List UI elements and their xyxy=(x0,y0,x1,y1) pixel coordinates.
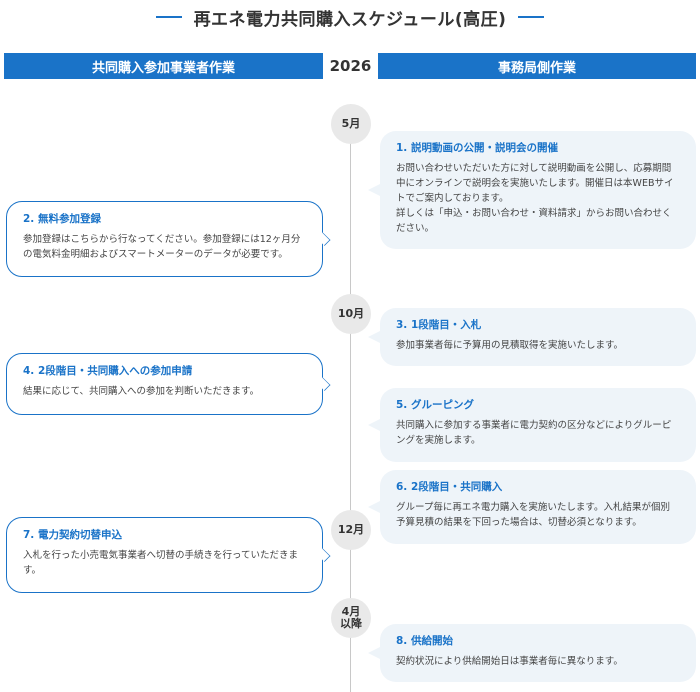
month-label: 10月 xyxy=(337,307,365,320)
secretariat-tasks-header: 事務局側作業 xyxy=(378,53,696,79)
description-line: トでご案内しております。 xyxy=(396,193,509,204)
description-line: 参加登録はこちらから行なってください。参加登録には12ヶ月分 xyxy=(23,234,301,245)
step-description: 参加登録はこちらから行なってください。参加登録には12ヶ月分 の電気料金明細およ… xyxy=(23,232,308,262)
month-marker-december: 12月 xyxy=(331,510,371,550)
step-title: 5. グルーピング xyxy=(396,399,474,411)
step-title: 8. 供給開始 xyxy=(396,635,453,647)
step-description: 結果に応じて、共同購入への参加を判断いただきます。 xyxy=(23,384,308,399)
title-dash-right xyxy=(518,16,545,18)
page-title: 再エネ電力共同購入スケジュール(高圧) xyxy=(0,2,700,32)
description-line: 中にオンラインで説明会を実施いたします。開催日は本WEBサイ xyxy=(396,178,674,189)
step-description: 共同購入に参加する事業者に電力契約の区分などによりグルーピ ングを実施します。 xyxy=(396,418,682,448)
step-8-card: 8. 供給開始 契約状況により供給開始日は事業者毎に異なります。 xyxy=(380,624,696,682)
description-line: の電気料金明細およびスマートメーターのデータが必要です。 xyxy=(23,249,288,260)
description-line: ださい。 xyxy=(396,223,435,234)
step-6-card: 6. 2段階目・共同購入 グループ毎に再エネ電力購入を実施いたします。入札結果が… xyxy=(380,470,696,544)
description-line: 入札を行った小売電気事業者へ切替の手続きを行っていただきま xyxy=(23,550,299,561)
description-line: 共同購入に参加する事業者に電力契約の区分などによりグルーピ xyxy=(396,420,672,431)
description-line: グループ毎に再エネ電力購入を実施いたします。入札結果が個別 xyxy=(396,502,670,513)
description-line: ングを実施します。 xyxy=(396,435,481,446)
description-line: 契約状況により供給開始日は事業者毎に異なります。 xyxy=(396,656,623,667)
step-2-card: 2. 無料参加登録 参加登録はこちらから行なってください。参加登録には12ヶ月分… xyxy=(6,201,323,277)
step-4-card: 4. 2段階目・共同購入への参加申請 結果に応じて、共同購入への参加を判断いただ… xyxy=(6,353,323,415)
year-label: 2026 xyxy=(329,57,372,75)
page-title-text: 再エネ電力共同購入スケジュール(高圧) xyxy=(193,9,507,30)
month-label: 4月 xyxy=(341,605,361,618)
step-3-card: 3. 1段階目・入札 参加事業者毎に予算用の見積取得を実施いたします。 xyxy=(380,308,696,366)
step-description: 参加事業者毎に予算用の見積取得を実施いたします。 xyxy=(396,338,682,353)
step-7-card: 7. 電力契約切替申込 入札を行った小売電気事業者へ切替の手続きを行っていただき… xyxy=(6,517,323,593)
step-title: 2. 無料参加登録 xyxy=(23,213,101,225)
description-line: 詳しくは「申込・お問い合わせ・資料請求」からお問い合わせく xyxy=(396,208,672,219)
description-line: す。 xyxy=(23,565,42,576)
description-line: 予算見積の結果を下回った場合は、切替必須となります。 xyxy=(396,517,642,528)
timeline-line xyxy=(350,104,351,692)
step-title: 3. 1段階目・入札 xyxy=(396,319,482,331)
month-marker-may: 5月 xyxy=(331,104,371,144)
step-1-card: 1. 説明動画の公開・説明会の開催 お問い合わせいただいた方に対して説明動画を公… xyxy=(380,131,696,249)
step-title: 7. 電力契約切替申込 xyxy=(23,529,122,541)
step-description: 入札を行った小売電気事業者へ切替の手続きを行っていただきま す。 xyxy=(23,548,308,578)
month-label: 12月 xyxy=(337,523,365,536)
step-title: 4. 2段階目・共同購入への参加申請 xyxy=(23,365,193,377)
month-marker-april-onward: 4月 以降 xyxy=(331,598,371,638)
description-line: 結果に応じて、共同購入への参加を判断いただきます。 xyxy=(23,386,260,397)
month-label-suffix: 以降 xyxy=(340,617,362,630)
month-marker-october: 10月 xyxy=(331,294,371,334)
description-line: お問い合わせいただいた方に対して説明動画を公開し、応募期間 xyxy=(396,163,672,174)
step-title: 6. 2段階目・共同購入 xyxy=(396,481,503,493)
step-title: 1. 説明動画の公開・説明会の開催 xyxy=(396,142,558,154)
description-line: 参加事業者毎に予算用の見積取得を実施いたします。 xyxy=(396,340,624,351)
step-description: 契約状況により供給開始日は事業者毎に異なります。 xyxy=(396,654,682,669)
title-dash-left xyxy=(155,16,182,18)
step-5-card: 5. グルーピング 共同購入に参加する事業者に電力契約の区分などによりグルーピ … xyxy=(380,388,696,462)
month-label: 5月 xyxy=(341,117,361,130)
step-description: お問い合わせいただいた方に対して説明動画を公開し、応募期間 中にオンラインで説明… xyxy=(396,161,682,236)
step-description: グループ毎に再エネ電力購入を実施いたします。入札結果が個別 予算見積の結果を下回… xyxy=(396,500,682,530)
participant-tasks-header: 共同購入参加事業者作業 xyxy=(4,53,323,79)
